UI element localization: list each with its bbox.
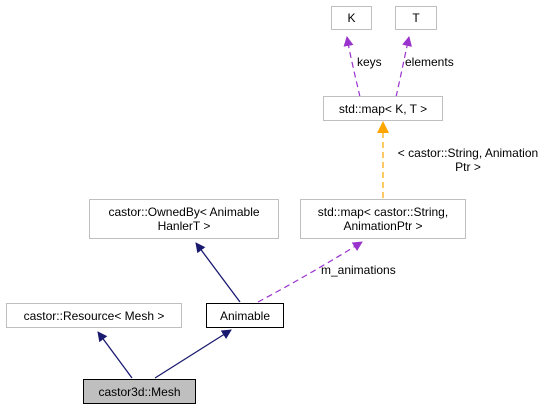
edge-inherit-animable	[154, 329, 232, 379]
edge-inherit-ownedby	[195, 242, 241, 303]
node-std-map-animations[interactable]: std::map< castor::String, AnimationPtr >	[300, 199, 466, 239]
edge-elements	[395, 36, 412, 98]
edge-label-m-animations: m_animations	[321, 263, 396, 277]
node-castor-ownedby[interactable]: castor::OwnedBy< Animable HanlerT >	[89, 199, 279, 239]
edge-m-animations	[257, 241, 363, 303]
edge-keys	[343, 36, 361, 98]
edge-inherit-resource	[97, 331, 133, 379]
node-castor3d-mesh[interactable]: castor3d::Mesh	[83, 379, 196, 404]
node-castor-resource[interactable]: castor::Resource< Mesh >	[6, 303, 182, 328]
node-std-map-kt[interactable]: std::map< K, T >	[323, 96, 443, 121]
node-k[interactable]: K	[331, 6, 372, 30]
edge-label-keys: keys	[357, 55, 382, 69]
node-animable[interactable]: Animable	[206, 303, 284, 328]
node-t[interactable]: T	[395, 6, 437, 30]
edge-label-elements: elements	[405, 55, 454, 69]
edge-label-template-args: < castor::String, Animation Ptr >	[397, 146, 539, 174]
